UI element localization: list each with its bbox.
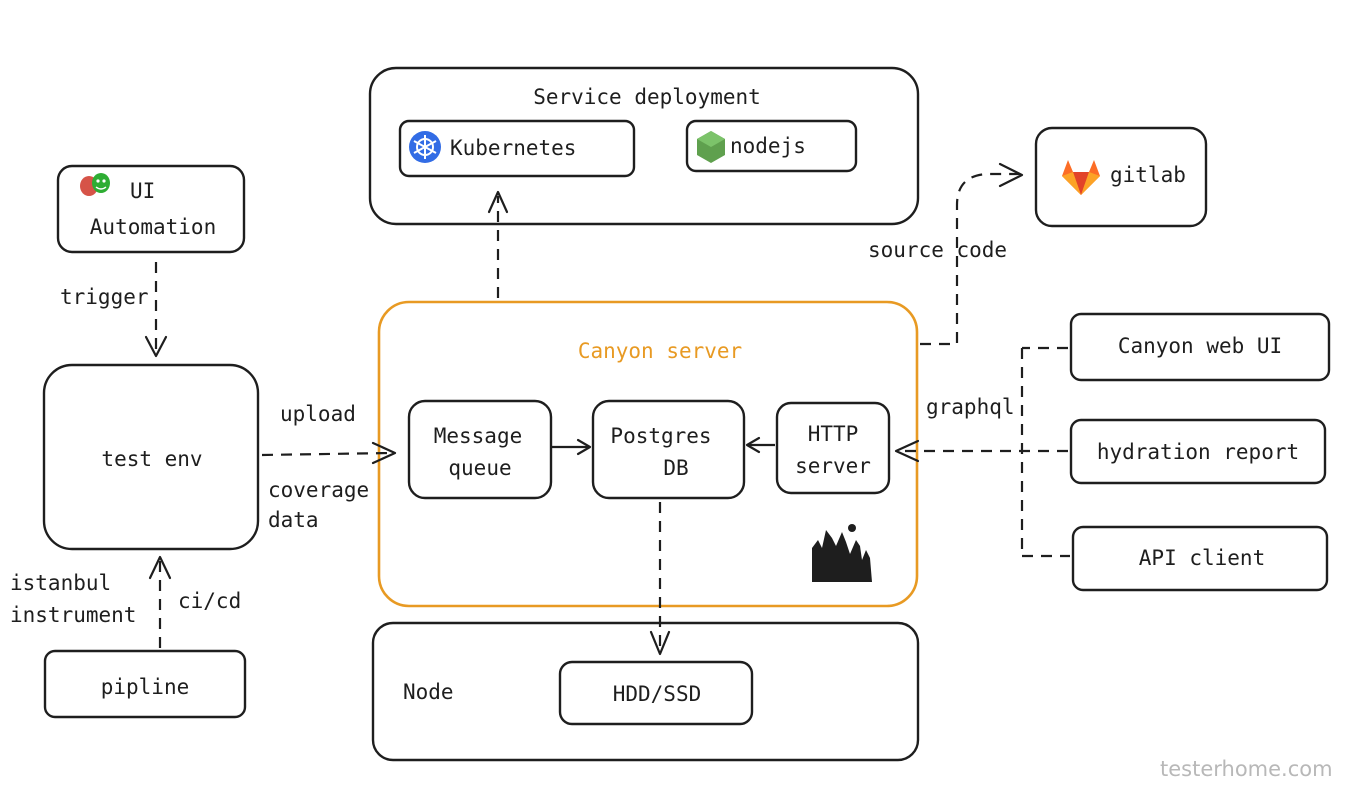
gitlab-group: gitlab (1034, 126, 1208, 228)
theater-masks-icon (80, 173, 110, 196)
message-queue-node (407, 399, 553, 500)
coverage-line1: coverage (268, 478, 369, 502)
pipline-box (43, 649, 247, 719)
postgres-db-line1: Postgres (610, 424, 711, 448)
edge-source-code (920, 162, 1024, 346)
node-group: Node HDD/SSD (371, 621, 920, 762)
ui-automation-line1: UI (130, 179, 155, 203)
edge-server-k8s (487, 190, 509, 298)
ui-automation-group: UI Automation (56, 164, 246, 254)
canyon-web-ui-label: Canyon web UI (1118, 334, 1282, 358)
message-queue-line2: queue (448, 456, 511, 480)
message-queue-line1: Message (434, 424, 523, 448)
kubernetes-icon (409, 131, 441, 163)
postgres-db-line2: DB (663, 456, 688, 480)
edge-trigger (144, 262, 168, 358)
http-server-node (775, 401, 891, 495)
nodejs-node (685, 119, 858, 173)
service-deployment-box (368, 66, 920, 226)
clients-group: Canyon web UI hydration report API clien… (1069, 312, 1331, 592)
canyon-server-group: Canyon server Message queue Postgres DB … (377, 300, 919, 608)
source-code-label: source code (868, 238, 1007, 262)
graphql-label: graphql (926, 395, 1015, 419)
canyon-server-title: Canyon server (578, 339, 742, 363)
upload-label: upload (280, 402, 356, 426)
hydration-report-box (1069, 418, 1327, 485)
edge-upload (261, 441, 397, 465)
pipline-group: pipline (43, 649, 247, 719)
ui-automation-line2: Automation (90, 215, 216, 239)
canyon-logo-icon (812, 524, 872, 582)
kubernetes-label: Kubernetes (450, 136, 576, 160)
test-env-box (42, 363, 260, 551)
api-client-label: API client (1139, 546, 1265, 570)
edge-postgres-storage (649, 502, 671, 656)
http-server-line2: server (795, 454, 871, 478)
pipline-label: pipline (101, 675, 190, 699)
watermark-text: testerhome.com (1160, 757, 1333, 781)
test-env-group: test env (42, 363, 260, 551)
hdd-ssd-label: HDD/SSD (613, 682, 702, 706)
istanbul-line1: istanbul (10, 571, 111, 595)
http-server-line1: HTTP (808, 422, 859, 446)
istanbul-line2: instrument (10, 603, 136, 627)
api-client-box (1071, 525, 1329, 592)
canyon-web-ui-box (1069, 312, 1331, 382)
nodejs-icon (697, 131, 725, 163)
nodejs-label: nodejs (730, 134, 806, 158)
postgres-db-node (591, 399, 746, 500)
hdd-ssd-node (558, 660, 754, 726)
trigger-label: trigger (60, 285, 149, 309)
edge-cicd (148, 555, 172, 648)
cicd-label: ci/cd (178, 589, 241, 613)
gitlab-icon (1062, 160, 1100, 195)
gitlab-label: gitlab (1110, 163, 1186, 187)
edge-graphql (894, 346, 1070, 558)
edge-http-postgres (745, 436, 775, 454)
gitlab-box (1034, 126, 1208, 228)
coverage-line2: data (268, 508, 319, 532)
test-env-label: test env (101, 447, 202, 471)
service-deployment-title: Service deployment (533, 85, 761, 109)
service-deployment-group: Service deployment Kubernetes nodejs (368, 66, 920, 226)
hydration-report-label: hydration report (1097, 440, 1299, 464)
kubernetes-node (398, 119, 636, 178)
node-label: Node (403, 680, 454, 704)
edge-mq-postgres (552, 438, 592, 456)
